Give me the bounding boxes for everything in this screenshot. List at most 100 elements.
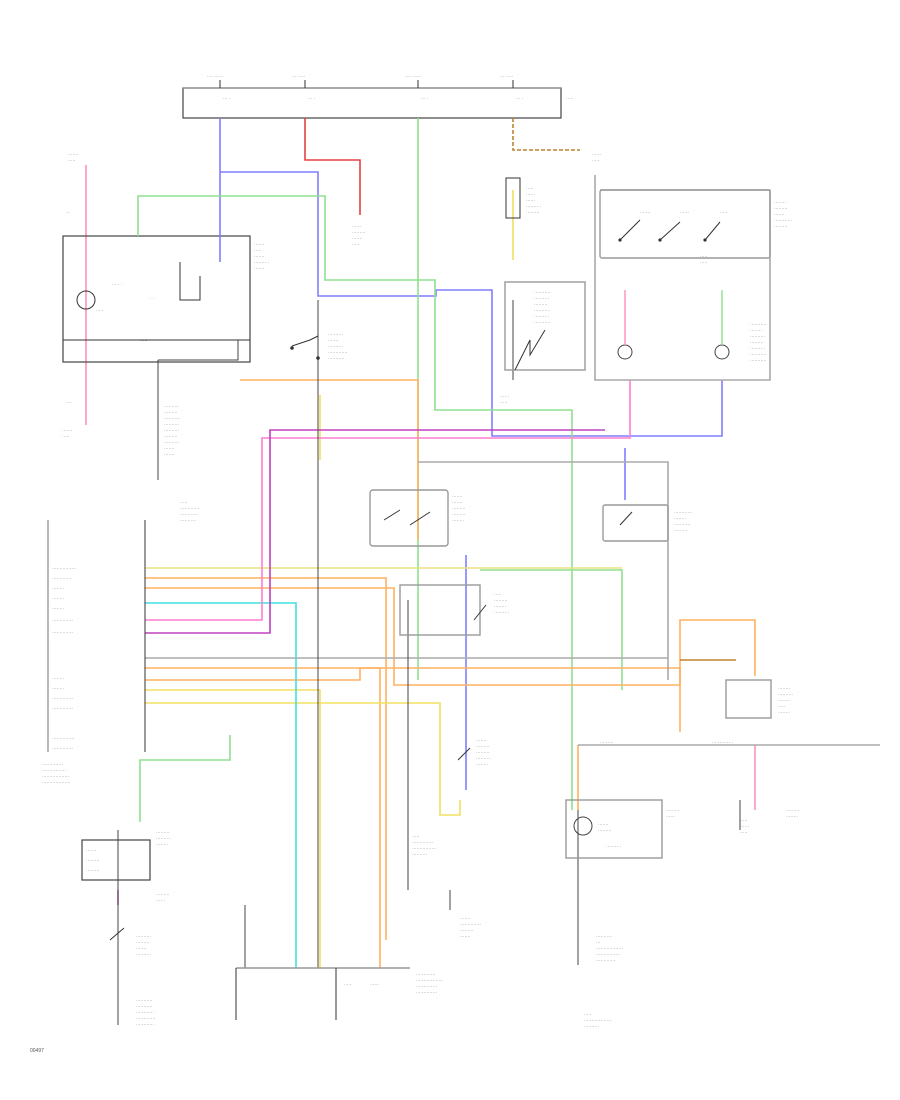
svg-text:·····: ·····	[344, 982, 352, 987]
svg-text:··· ·: ··· ·	[308, 96, 315, 101]
red-wire-terminal: ······ ········· ······· ·····	[352, 224, 366, 247]
svg-text:··············: ··············	[412, 840, 433, 845]
svg-text:········: ········	[52, 596, 64, 601]
svg-text:·······: ·······	[328, 338, 339, 343]
svg-text:·····: ·····	[500, 400, 508, 405]
svg-text:···········: ···········	[328, 356, 344, 361]
svg-text:··············: ··············	[460, 922, 481, 927]
svg-text:·········: ·········	[452, 506, 466, 511]
svg-text:··········: ··········	[584, 1024, 599, 1029]
svg-text:···········: ···········	[674, 522, 690, 527]
svg-text:··········: ··········	[412, 852, 427, 857]
svg-text:·····: ·····	[254, 248, 262, 253]
svg-text:··············: ··············	[42, 762, 63, 767]
svg-text:···········: ···········	[534, 320, 550, 325]
svg-text:·······: ·······	[476, 738, 487, 743]
svg-text:·····: ·····	[494, 592, 502, 597]
svg-text:··········: ··········	[328, 332, 343, 337]
wire-traces	[117, 118, 880, 1025]
svg-text:················: ················	[412, 846, 436, 851]
svg-text:···: ···	[596, 940, 601, 945]
svg-text:·······: ·······	[86, 848, 97, 853]
left-power-wire: ······· ····· ··· ···· ······· ·····	[62, 152, 87, 439]
svg-text:·········: ·········	[476, 744, 490, 749]
svg-text:·······: ·······	[460, 916, 471, 921]
svg-text:·············: ·············	[136, 1016, 155, 1021]
svg-text:··················: ··················	[416, 978, 443, 983]
svg-text:··········: ··········	[254, 260, 269, 265]
svg-text:···········: ···········	[750, 322, 766, 327]
svg-text:····: ····	[66, 400, 72, 405]
center-ground-labels: ····· ·············· ················ ··…	[412, 834, 481, 939]
svg-text:·····: ·····	[352, 242, 360, 247]
svg-text:·······: ·······	[460, 934, 471, 939]
svg-text:·····: ·····	[526, 186, 534, 191]
cruise-control-module: ····· ··· · · · · ····· ······· ····· ··…	[62, 235, 269, 363]
svg-text:··················: ··················	[596, 946, 623, 951]
svg-text:·········: ·········	[600, 740, 614, 745]
svg-text:·····: ·····	[180, 500, 188, 505]
indicator-lamps: ··········· ········ ·········· ········…	[617, 290, 766, 363]
svg-text:··········: ··········	[164, 440, 179, 445]
svg-text:·········: ·········	[136, 940, 150, 945]
svg-text:········: ········	[52, 676, 64, 681]
svg-text:·····: ·····	[740, 830, 748, 835]
svg-text:···· ······: ···· ······	[405, 74, 421, 79]
svg-text:··········: ··········	[164, 404, 179, 409]
svg-text:············: ············	[136, 1022, 154, 1027]
clutch-switch: ····· ········· ········ ··········	[399, 584, 509, 636]
svg-text:········: ········	[750, 328, 762, 333]
center-relay: ······· ······· ········· ········· ····…	[369, 489, 466, 547]
svg-text:··········: ··········	[750, 346, 765, 351]
cruise-switch-lower: ······· ········· ········· ·········· ·…	[457, 738, 491, 767]
svg-text:·········: ·········	[156, 892, 170, 897]
svg-text:·········: ·········	[774, 206, 788, 211]
svg-text:··············: ··············	[52, 746, 73, 751]
svg-text:·········: ·········	[750, 340, 764, 345]
svg-text:············: ············	[180, 512, 198, 517]
svg-text:··················: ··················	[42, 774, 69, 779]
lower-left-module: ······· ········· ········· ········· ··…	[81, 830, 171, 1027]
svg-text:·······: ·······	[774, 212, 785, 217]
svg-text:········: ········	[778, 698, 790, 703]
svg-text:···················: ···················	[42, 780, 70, 785]
svg-text:·······: ·······	[68, 152, 79, 157]
svg-text:·············: ·············	[596, 958, 615, 963]
svg-text:··········: ··········	[136, 952, 151, 957]
svg-text:·········: ·········	[476, 750, 490, 755]
svg-text:···· ······: ···· ······	[207, 74, 223, 79]
svg-text:···········: ···········	[136, 1004, 152, 1009]
svg-text:·······: ·······	[164, 452, 175, 457]
svg-text:·····: ·····	[96, 308, 104, 313]
svg-text:·······: ·······	[452, 494, 463, 499]
svg-text:·········: ·········	[352, 230, 366, 235]
svg-text:······: ······	[592, 152, 601, 157]
brake-switch: ·········· ······· ·········· ··········…	[290, 332, 347, 361]
svg-text:·······: ·······	[254, 266, 265, 271]
svg-text:··········: ··········	[156, 836, 171, 841]
svg-text:·········: ·········	[598, 828, 612, 833]
svg-text:·········: ·········	[86, 868, 100, 873]
svg-text:··· · ·: ··· · ·	[112, 282, 122, 287]
left-ground-terminals: ·········· ········· ··········· ·······…	[164, 404, 199, 523]
svg-text:········: ········	[52, 586, 64, 591]
svg-text:········: ········	[52, 686, 64, 691]
svg-text:· ·: · ·	[150, 296, 154, 301]
fuse-3: ···· ······ ··· ·	[405, 74, 428, 101]
svg-text:··· ·····: ··· ·····	[500, 74, 513, 79]
svg-text:·······: ·······	[164, 446, 175, 451]
svg-text:········: ········	[156, 842, 168, 847]
svg-text:······: ······	[352, 224, 361, 229]
svg-text:·····: ·····	[566, 96, 574, 101]
svg-text:·····: ·····	[62, 434, 70, 439]
svg-text:·········: ·········	[86, 858, 100, 863]
svg-text:········: ········	[774, 200, 786, 205]
svg-text:·······: ·······	[254, 242, 265, 247]
svg-text:·····: ·····	[700, 260, 708, 265]
svg-text:···········: ···········	[164, 416, 180, 421]
svg-text:·········: ·········	[774, 224, 788, 229]
svg-text:··············: ··············	[52, 618, 73, 623]
speed-control-switches: ······· ······ ····· ····· ····· ·······…	[599, 189, 792, 265]
svg-text:··············: ··············	[52, 696, 73, 701]
